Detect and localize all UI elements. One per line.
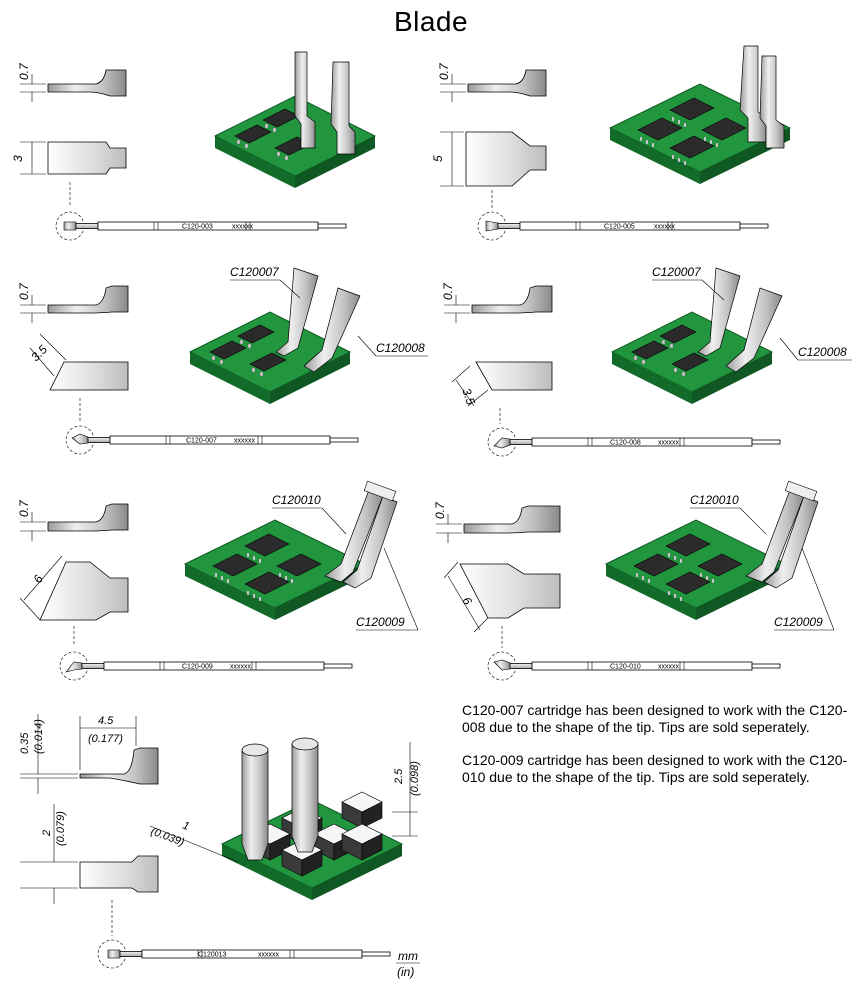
height-inch-label: (0.098) (409, 761, 421, 796)
callout-upper: C120010 (272, 493, 347, 535)
callout-lower: C120009 (774, 547, 835, 631)
serial-number: xxxxxx (230, 664, 252, 671)
units-mm: mm (398, 949, 418, 963)
width-label: 6 (459, 595, 475, 608)
serial-number: xxxxxx (232, 224, 254, 231)
thickness-label: 0.7 (17, 62, 31, 80)
width-label: 3.5 (28, 342, 50, 364)
pcb-illustration (611, 267, 783, 405)
tip-side-profile: 0.7 (17, 282, 129, 323)
tip-side-profile: 0.7 (437, 62, 547, 102)
width-label: 5 (431, 155, 445, 162)
cartridge-code: C120-003 (182, 224, 213, 231)
units-legend: mm (in) (396, 949, 420, 979)
thickness-label: 0.7 (437, 62, 451, 80)
cartridge-code: C120-005 (604, 224, 635, 231)
length-inch-label: (0.177) (88, 733, 123, 745)
note-c120-009: C120-009 cartridge has been designed to … (462, 752, 848, 785)
width-label: 2 (41, 830, 53, 837)
page-title: Blade (393, 6, 469, 37)
serial-number: xxxxxx (658, 440, 680, 447)
gap-label: 1 (181, 820, 191, 833)
tip-side-profile: 0.7 (433, 501, 561, 543)
cartridge-handle: C120-008 xxxxxx (493, 437, 781, 449)
cartridge-c120013: 0.35 (0.014) 4.5 (0.177) 2 (0.079) C1200… (19, 714, 421, 979)
svg-text:C120008: C120008 (376, 341, 425, 355)
callout-upper: C120007 (230, 265, 301, 299)
tip-side-profile: 0.7 (17, 499, 129, 541)
cartridge-c120-005: 0.7 5 C120-005 xxxxxx (431, 45, 791, 241)
callout-upper: C120010 (690, 493, 767, 535)
height-label: 2.5 (393, 768, 405, 785)
note-c120-007: C120-007 cartridge has been designed to … (462, 702, 848, 735)
cartridge-handle: C120-010 xxxxxx (493, 659, 781, 671)
pcb-illustration (605, 480, 819, 621)
tip-top-view: 6 (19, 555, 129, 621)
thickness-label: 0.7 (17, 499, 31, 517)
tip-side-profile: 0.7 (17, 62, 127, 102)
cartridge-code: C120-008 (610, 440, 641, 447)
cartridge-handle: C120-007 xxxxxx (71, 433, 359, 445)
tip-top-view: 3.5 (28, 333, 129, 391)
tip-top-view: 3 (11, 141, 127, 175)
height-dimension: 2.5 (0.098) (392, 742, 421, 837)
svg-text:C120009: C120009 (356, 615, 405, 629)
svg-text:C120008: C120008 (798, 345, 847, 359)
svg-text:C120010: C120010 (272, 493, 321, 507)
callout-upper: C120007 (652, 265, 725, 301)
tip-side-profile: 0.35 (0.014) 4.5 (0.177) (19, 714, 159, 794)
svg-text:C120007: C120007 (652, 265, 702, 279)
cartridge-handle: C120-009 xxxxxx (65, 661, 353, 673)
cartridge-c120-003: 0.7 3 C120-003 xxxxxx (11, 51, 376, 241)
serial-number: xxxxxx (658, 664, 680, 671)
svg-text:C120009: C120009 (774, 615, 823, 629)
width-label: 3.5 (459, 386, 478, 407)
svg-text:C120010: C120010 (690, 493, 739, 507)
pcb-illustration (609, 45, 791, 185)
tip-top-view: 3.5 (451, 361, 553, 407)
serial-number: xxxxxx (654, 224, 676, 231)
tip-top-view: 6 (443, 561, 561, 633)
cartridge-handle: C120-003 xxxxxx (63, 221, 347, 231)
pcb-illustration (214, 51, 376, 189)
width-label: 3 (11, 155, 25, 162)
thickness-label: 0.7 (17, 282, 31, 300)
tip-side-profile: 0.7 (441, 282, 553, 323)
gap-inch-label: (0.039) (149, 826, 186, 849)
thickness-inch-label: (0.014) (33, 719, 45, 754)
callout-lower: C120008 (779, 337, 852, 361)
serial-number: xxxxxx (258, 952, 280, 959)
tip-top-view: 5 (431, 131, 547, 187)
cartridge-handle: C120-005 xxxxxx (485, 220, 769, 232)
compatibility-notes: C120-007 cartridge has been designed to … (462, 702, 852, 802)
callout-lower: C120009 (356, 547, 419, 631)
svg-text:C120007: C120007 (230, 265, 280, 279)
cartridge-c120-008: 0.7 3.5 C120-008 xxxxxx C120007 C (441, 265, 852, 457)
cartridge-code: C120-010 (610, 664, 641, 671)
cartridge-handle: C120013 xxxxxx (107, 949, 391, 959)
thickness-label: 0.7 (441, 282, 455, 300)
cartridge-c120-009: 0.7 6 C120-009 xxxxxx C120010 C12 (17, 480, 419, 681)
thickness-label: 0.35 (19, 732, 31, 754)
width-inch-label: (0.079) (55, 811, 67, 846)
units-in: (in) (397, 965, 414, 979)
serial-number: xxxxxx (234, 438, 256, 445)
thickness-label: 0.7 (433, 501, 447, 519)
cartridge-code: C120-007 (186, 438, 217, 445)
tip-top-view: 2 (0.079) (20, 804, 159, 904)
cartridge-code: C120013 (198, 952, 227, 959)
pcb-illustration (184, 480, 398, 621)
width-label: 6 (30, 572, 46, 585)
cartridge-c120-010: 0.7 6 C120-010 xxxxxx C120010 (433, 480, 835, 681)
length-label: 4.5 (98, 715, 114, 727)
cartridge-c120-007: 0.7 3.5 C120-007 xxxxxx C120007 C120008 (17, 265, 428, 455)
pcb-illustration (189, 267, 361, 405)
cartridge-code: C120-009 (182, 664, 213, 671)
pcb-illustration (220, 737, 404, 900)
callout-lower: C120008 (357, 335, 428, 357)
